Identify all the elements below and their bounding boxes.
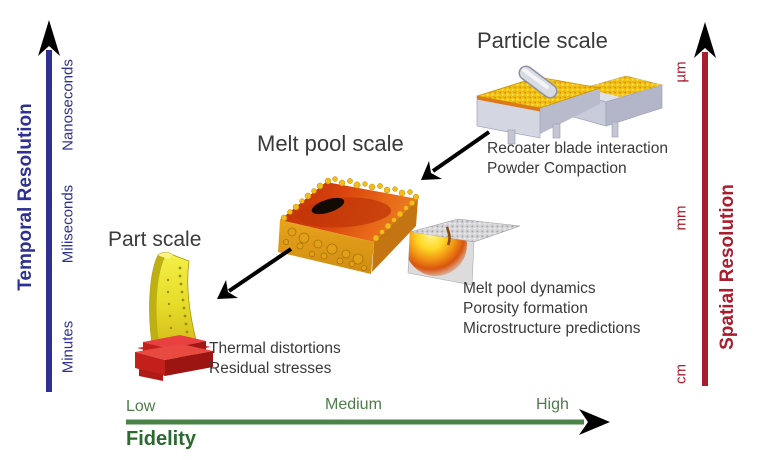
part-scale-annotations: Thermal distortions Residual stresses bbox=[209, 339, 341, 379]
annotation-line: Powder Compaction bbox=[487, 160, 627, 177]
red-base bbox=[135, 335, 213, 381]
melt-pool-annotations: Melt pool dynamics Porosity formation Mi… bbox=[463, 279, 640, 339]
spatial-axis-arrow bbox=[694, 22, 716, 386]
melt-pool-cross-section-image bbox=[407, 218, 521, 286]
fidelity-tick-medium: Medium bbox=[325, 396, 382, 413]
powder-particles bbox=[280, 176, 420, 242]
annotation-line: Melt pool dynamics bbox=[463, 280, 596, 297]
fidelity-tick-low: Low bbox=[126, 398, 156, 415]
particle-cross-sections bbox=[282, 227, 367, 271]
spatial-arrowhead-icon bbox=[694, 22, 716, 58]
particle-scale-annotations: Recoater blade interaction Powder Compac… bbox=[487, 139, 668, 179]
melt-pool-scale-title: Melt pool scale bbox=[257, 131, 404, 156]
fidelity-arrowhead-icon bbox=[579, 409, 610, 435]
spatial-tick-cm: cm bbox=[672, 364, 690, 384]
melt-pool-scale-image bbox=[278, 176, 420, 274]
recoater-roller bbox=[518, 65, 558, 99]
keyhole-depression bbox=[311, 197, 345, 215]
part-scale-image bbox=[135, 251, 213, 381]
spatial-axis-title: Spatial Resolution bbox=[717, 184, 738, 350]
temporal-axis-title: Temporal Resolution bbox=[15, 103, 36, 291]
annotation-line: Porosity formation bbox=[463, 300, 588, 317]
cooling-holes bbox=[166, 266, 190, 342]
spatial-tick-um: µm bbox=[672, 61, 690, 83]
annotation-line: Residual stresses bbox=[209, 360, 332, 377]
annotation-line: Microstructure predictions bbox=[463, 320, 641, 337]
temporal-tick-minutes: Minutes bbox=[59, 320, 77, 374]
arrowhead-icon bbox=[421, 161, 442, 180]
fidelity-axis-title: Fidelity bbox=[126, 428, 197, 450]
temporal-tick-miliseconds: Miliseconds bbox=[59, 184, 77, 264]
temporal-axis-arrow bbox=[38, 20, 60, 392]
particle-scale-image bbox=[476, 65, 664, 145]
spatial-tick-mm: mm bbox=[672, 205, 690, 231]
keyhole-channel bbox=[445, 226, 451, 246]
temporal-arrowhead-icon bbox=[38, 20, 60, 56]
arrowhead-icon bbox=[217, 280, 238, 299]
fidelity-tick-high: High bbox=[536, 396, 569, 413]
particle-scale-title: Particle scale bbox=[477, 28, 608, 53]
part-scale-title: Part scale bbox=[108, 228, 202, 251]
temporal-tick-nanoseconds: Nanoseconds bbox=[59, 59, 77, 151]
annotation-line: Recoater blade interaction bbox=[487, 140, 668, 157]
annotation-line: Thermal distortions bbox=[209, 340, 341, 357]
